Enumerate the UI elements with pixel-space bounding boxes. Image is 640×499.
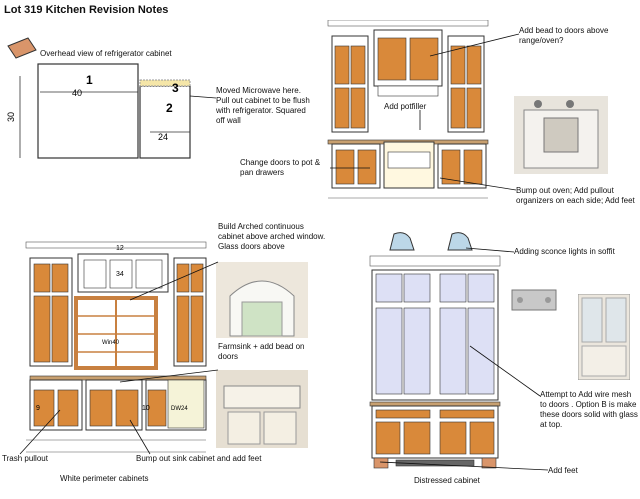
squared-wall-strip [139,79,191,87]
fridge-plan-diagram: 1 40 3 2 24 30 [6,37,191,159]
pullout-cabinet-box [139,85,191,159]
farmsink-photo [216,370,308,448]
microwave-note: Moved Microwave here. Pull out cabinet t… [216,86,310,125]
sink-dim-12: 12 [116,245,124,252]
arched-note: Build Arched continuous cabinet above ar… [218,222,326,251]
plan-label-3: 3 [172,81,179,95]
plan-dim-30: 30 [6,112,16,122]
distressed-note: Distressed cabinet [414,476,480,485]
perimeter-note: White perimeter cabinets [60,474,149,483]
sink-cab-note: Bump out sink cabinet and add feet [136,454,262,463]
oven-note: Bump out oven; Add pullout organizers on… [516,186,635,205]
sink-wall-elevation: 12 34 Win40 DW24 10 9 [25,241,207,453]
sink-dim-34: 34 [116,271,124,278]
plan-dim-24: 24 [158,132,168,142]
base-dim-9: 9 [36,405,40,412]
range-photo [514,96,608,174]
window-label: Win40 [102,340,120,346]
arched-window-photo [216,262,308,338]
plan-dim-40: 40 [72,88,82,98]
dw-label: DW24 [171,406,188,412]
trash-note: Trash pullout [2,454,48,463]
latch-photo [506,282,562,318]
page-title: Lot 319 Kitchen Revision Notes [4,4,169,16]
sconce-note: Adding sconce lights in soffit [514,247,615,256]
bead-range-note: Add bead to doors above range/oven? [519,26,609,45]
wire-mesh-note: Attempt to Add wire mesh to doors . Opti… [540,390,638,429]
base-dim-10: 10 [142,405,150,412]
range-wall-elevation [327,20,489,199]
pot-drawers-note: Change doors to pot & pan drawers [240,158,321,177]
plan-label-2: 2 [166,101,173,115]
farmsink-note: Farmsink + add bead on doors [218,342,305,361]
fridge-handle-shape [7,37,37,59]
arrow-microwave [189,95,217,99]
potfiller-note: Add potfiller [384,102,427,111]
feet-note: Add feet [548,466,578,475]
distressed-cabinet-elevation [369,232,501,469]
overhead-note: Overhead view of refrigerator cabinet [40,49,172,58]
glass-cabinet-photo [578,294,630,380]
fridge-box [37,63,139,159]
plan-label-1: 1 [86,73,93,87]
